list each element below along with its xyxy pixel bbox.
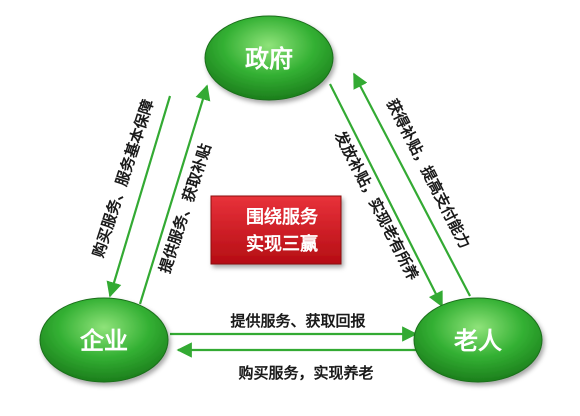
node-elderly-label: 老人	[454, 327, 502, 355]
center-text-line2: 实现三赢	[246, 233, 318, 255]
arrow-enterprise-to-gov	[138, 84, 211, 305]
label-enterprise-to-elderly: 提供服务、获取回报	[230, 312, 365, 330]
node-enterprise-label: 企业	[80, 327, 128, 355]
node-elderly	[413, 297, 543, 383]
arrow-elderly-to-gov	[353, 72, 471, 297]
node-government-label: 政府	[245, 45, 293, 73]
arrow-gov-to-enterprise	[106, 95, 172, 298]
center-box	[210, 195, 342, 265]
node-enterprise	[39, 297, 169, 383]
arrow-gov-to-elderly	[329, 83, 443, 308]
label-enterprise-to-gov: 提供服务、获取补贴	[156, 141, 215, 275]
node-government	[204, 15, 334, 101]
label-gov-to-enterprise: 购买服务、服务基本保障	[89, 97, 157, 260]
center-text-line1: 围绕服务	[246, 206, 319, 228]
label-elderly-to-enterprise: 购买服务，实现养老	[238, 364, 373, 382]
